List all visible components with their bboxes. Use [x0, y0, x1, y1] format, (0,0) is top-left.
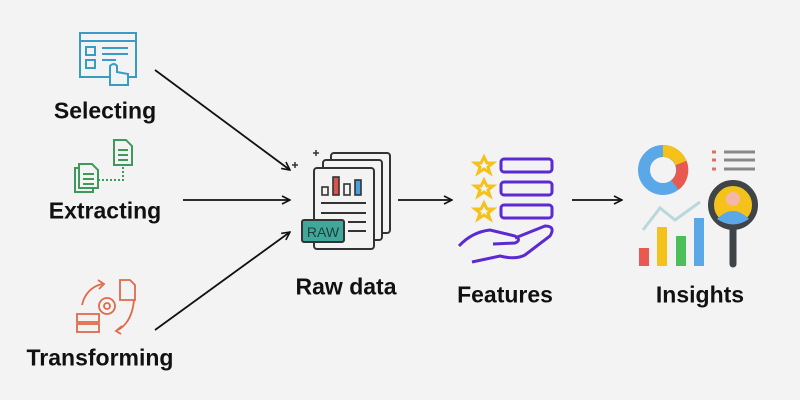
stars-list-hand-icon [457, 153, 554, 264]
raw-document-icon [292, 150, 391, 250]
label-extracting: Extracting [48, 197, 162, 224]
arrow-selecting-to-raw [154, 69, 290, 170]
checklist-hand-icon [79, 32, 137, 86]
documents-icon [74, 139, 133, 193]
label-transforming: Transforming [26, 344, 174, 371]
label-features: Features [457, 281, 553, 308]
label-insights: Insights [655, 281, 745, 308]
label-raw-data: Raw data [295, 273, 397, 300]
gear-cycle-icon [76, 279, 136, 335]
raw-badge-text: RAW [307, 224, 340, 240]
arrow-transforming-to-raw [154, 232, 290, 331]
label-selecting: Selecting [53, 97, 157, 124]
analytics-magnifier-icon [638, 145, 758, 268]
